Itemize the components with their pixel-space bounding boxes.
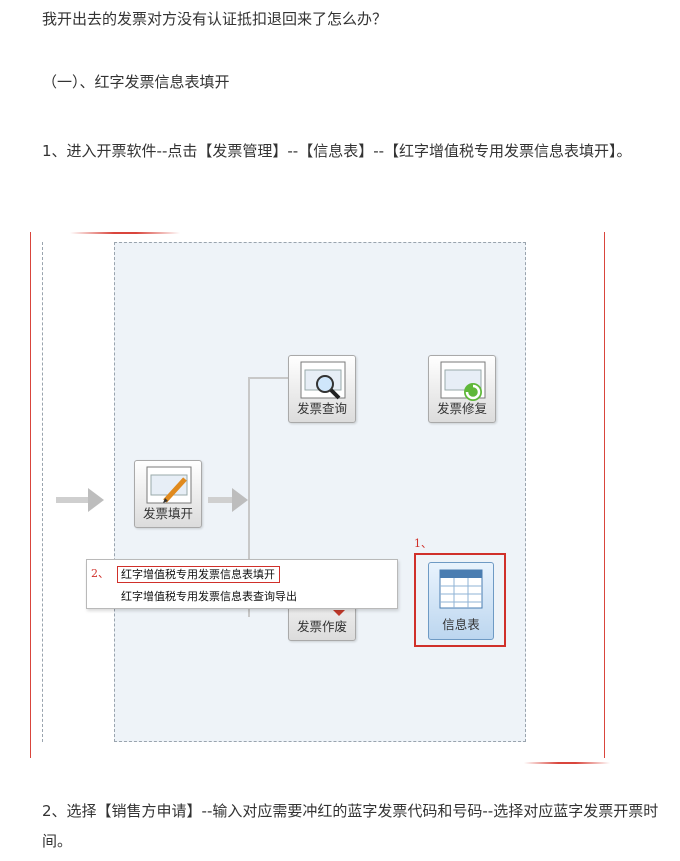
question-text: 我开出去的发票对方没有认证抵扣退回来了怎么办？	[42, 10, 388, 28]
info-table-menu: 2、 红字增值税专用发票信息表填开 红字增值税专用发票信息表查询导出	[86, 559, 398, 609]
info-table-highlight: 信息表	[414, 553, 506, 647]
pencil-icon	[146, 466, 192, 504]
invoice-void-label: 发票作废	[296, 619, 347, 634]
table-icon	[439, 569, 483, 609]
left-column-divider	[42, 242, 43, 742]
frame-bottom-line	[524, 762, 610, 764]
info-table-button[interactable]: 信息表	[428, 562, 494, 640]
menu-item-query-export[interactable]: 红字增值税专用发票信息表查询导出	[121, 590, 297, 603]
invoice-repair-button[interactable]: 发票修复	[428, 355, 496, 423]
repair-arrow-icon	[440, 361, 486, 401]
invoice-query-button[interactable]: 发票查询	[288, 355, 356, 423]
frame-right-line	[604, 232, 605, 758]
connector-top	[248, 377, 288, 379]
magnifier-icon	[300, 361, 346, 400]
step-1-text: 1、进入开票软件--点击【发票管理】--【信息表】--【红字增值税专用发票信息表…	[42, 142, 632, 160]
frame-top-line	[70, 232, 180, 234]
section-heading: （一）、红字发票信息表填开	[42, 73, 230, 91]
flow-arrow-left	[56, 488, 104, 512]
info-table-label: 信息表	[442, 617, 480, 632]
invoice-fill-label: 发票填开	[142, 506, 193, 521]
invoice-fill-button[interactable]: 发票填开	[134, 460, 202, 528]
software-screenshot: 发票查询 发票修复 发票填开 发票作废 2、 红字增值税专用发票信息表填开 红字…	[30, 232, 610, 764]
flow-arrow-right	[208, 488, 248, 512]
connector-vertical	[248, 377, 250, 617]
step-two-marker: 2、	[91, 567, 109, 580]
step-2-text: 2、选择【销售方申请】--输入对应需要冲红的蓝字发票代码和号码--选择对应蓝字发…	[42, 802, 659, 850]
frame-left-line	[30, 232, 31, 758]
invoice-repair-label: 发票修复	[436, 401, 487, 416]
menu-item-fill-info-table[interactable]: 红字增值税专用发票信息表填开	[117, 566, 280, 583]
void-icon	[333, 610, 345, 616]
step-one-marker: 1、	[414, 537, 432, 550]
invoice-query-label: 发票查询	[296, 401, 347, 416]
